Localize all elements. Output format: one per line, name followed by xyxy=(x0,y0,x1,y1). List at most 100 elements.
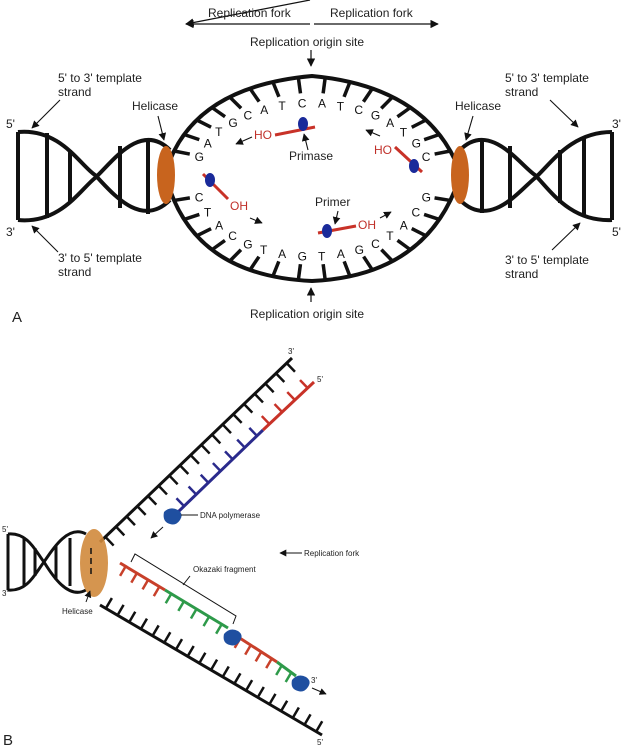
b-dna-polymerase-lagging-2 xyxy=(291,675,310,692)
top-strand-base: A xyxy=(386,116,394,130)
b-lower-template-ticks xyxy=(104,597,324,733)
left-3prime: 3' xyxy=(6,225,15,239)
okazaki-tick-red xyxy=(141,579,150,590)
helicase-arrow-left xyxy=(157,115,167,141)
b-bottom-5prime: 5' xyxy=(317,738,323,747)
right-helix xyxy=(458,130,614,223)
oh-bottom-right: OH xyxy=(358,218,376,232)
leading-tick-blue xyxy=(224,450,234,461)
bottom-strand-base: C xyxy=(228,229,237,243)
direction-arrow-bottom-left xyxy=(249,216,263,224)
lower-template-tick xyxy=(268,693,277,705)
leading-tick-red xyxy=(260,415,271,425)
okazaki-tick-green xyxy=(189,608,198,620)
base-tick xyxy=(434,196,451,203)
b-leading-strand-red xyxy=(261,380,316,432)
b-okazaki-red-1 xyxy=(119,561,166,592)
primer-top-left xyxy=(274,125,316,137)
lower-template-tick xyxy=(280,700,289,712)
primer-enzyme-bottom-right xyxy=(322,224,332,238)
right-top-strand-arrow xyxy=(549,99,579,128)
lower-template-tick xyxy=(303,713,312,726)
base-tick xyxy=(296,263,303,281)
left-bottom-strand-label-2: strand xyxy=(58,265,91,279)
upper-template-tick xyxy=(200,444,211,455)
upper-template-tick xyxy=(243,403,254,414)
leading-tick-red xyxy=(273,403,284,413)
bottom-strand-base: T xyxy=(260,243,268,257)
top-strand-base: A xyxy=(260,103,268,117)
left-5prime: 5' xyxy=(6,117,15,131)
base-tick xyxy=(296,77,303,94)
bottom-strand-base: G xyxy=(243,237,252,251)
upper-template-tick xyxy=(104,536,115,547)
upper-template-tick xyxy=(189,454,200,465)
origin-label-bottom: Replication origin site xyxy=(250,307,364,321)
b-helicase-label: Helicase xyxy=(62,607,93,616)
bottom-strand-base: C xyxy=(195,190,204,204)
base-tick xyxy=(195,118,212,129)
base-tick xyxy=(396,238,412,252)
direction-arrow-bottom-right xyxy=(379,211,392,219)
ho-top-right: HO xyxy=(374,143,392,157)
base-tick xyxy=(423,212,440,222)
lower-template-tick xyxy=(186,645,195,657)
upper-template-tick xyxy=(147,495,158,506)
helicase-right xyxy=(451,146,469,204)
base-tick xyxy=(210,106,227,119)
okazaki-tick-green xyxy=(215,623,223,635)
leading-tick-blue xyxy=(199,473,210,484)
top-strand-base: C xyxy=(422,150,431,164)
helicase-arrow-right xyxy=(464,115,474,141)
b-bottom-3prime: 3' xyxy=(311,676,317,685)
bottom-strand-base: A xyxy=(278,247,286,261)
upper-template-tick xyxy=(168,474,179,486)
upper-template-tick xyxy=(275,372,286,383)
bottom-strand-base: G xyxy=(422,190,431,204)
b-lagging-ticks xyxy=(118,565,293,683)
upper-template-tick xyxy=(157,484,168,496)
primer-enzyme-bottom-left xyxy=(205,173,215,187)
bottom-strand-base: T xyxy=(318,249,326,263)
base-tick xyxy=(410,118,427,129)
left-top-strand-label: 5' to 3' template xyxy=(58,71,142,85)
okazaki-tick-green xyxy=(164,593,173,604)
lower-template-tick xyxy=(174,638,184,651)
leading-tick-red xyxy=(299,379,309,389)
base-tick xyxy=(183,212,200,222)
b-leading-ticks xyxy=(175,379,309,508)
lower-template-tick xyxy=(198,652,207,664)
okazaki-tick-green xyxy=(177,600,185,612)
upper-template-tick xyxy=(125,515,136,526)
b-top-3prime: 3' xyxy=(288,347,294,356)
leading-tick-blue xyxy=(211,462,222,472)
okazaki-tick-red xyxy=(244,644,252,656)
b-left-helix xyxy=(6,530,87,594)
lower-template-tick xyxy=(209,659,219,671)
lower-template-tick xyxy=(315,720,324,733)
okazaki-tick-green xyxy=(284,671,293,683)
okazaki-tick-red xyxy=(254,651,263,662)
oh-bottom-left: OH xyxy=(230,199,248,213)
primer-enzyme-top-right xyxy=(409,159,419,173)
lower-template-tick xyxy=(151,624,160,637)
okazaki-tick-green xyxy=(275,664,283,676)
b-left-5prime: 5' xyxy=(2,525,8,534)
origin-label-top: Replication origin site xyxy=(250,35,364,49)
direction-arrow-top-right xyxy=(365,129,381,137)
left-helix xyxy=(16,129,172,223)
left-top-strand-arrow xyxy=(31,99,61,129)
lower-template-tick xyxy=(139,617,149,630)
b-okazaki-green-2 xyxy=(276,660,297,678)
base-tick xyxy=(434,149,451,156)
base-tick xyxy=(410,227,427,238)
primer-arrow xyxy=(332,210,341,225)
lower-template-tick xyxy=(233,672,242,685)
helicase-label-right: Helicase xyxy=(455,99,501,113)
panel-a-label: A xyxy=(12,309,22,326)
base-tick xyxy=(228,248,243,263)
base-tick xyxy=(271,260,281,277)
leading-tick-red xyxy=(286,391,296,401)
top-strand-base: T xyxy=(400,125,408,139)
base-tick xyxy=(321,263,327,281)
